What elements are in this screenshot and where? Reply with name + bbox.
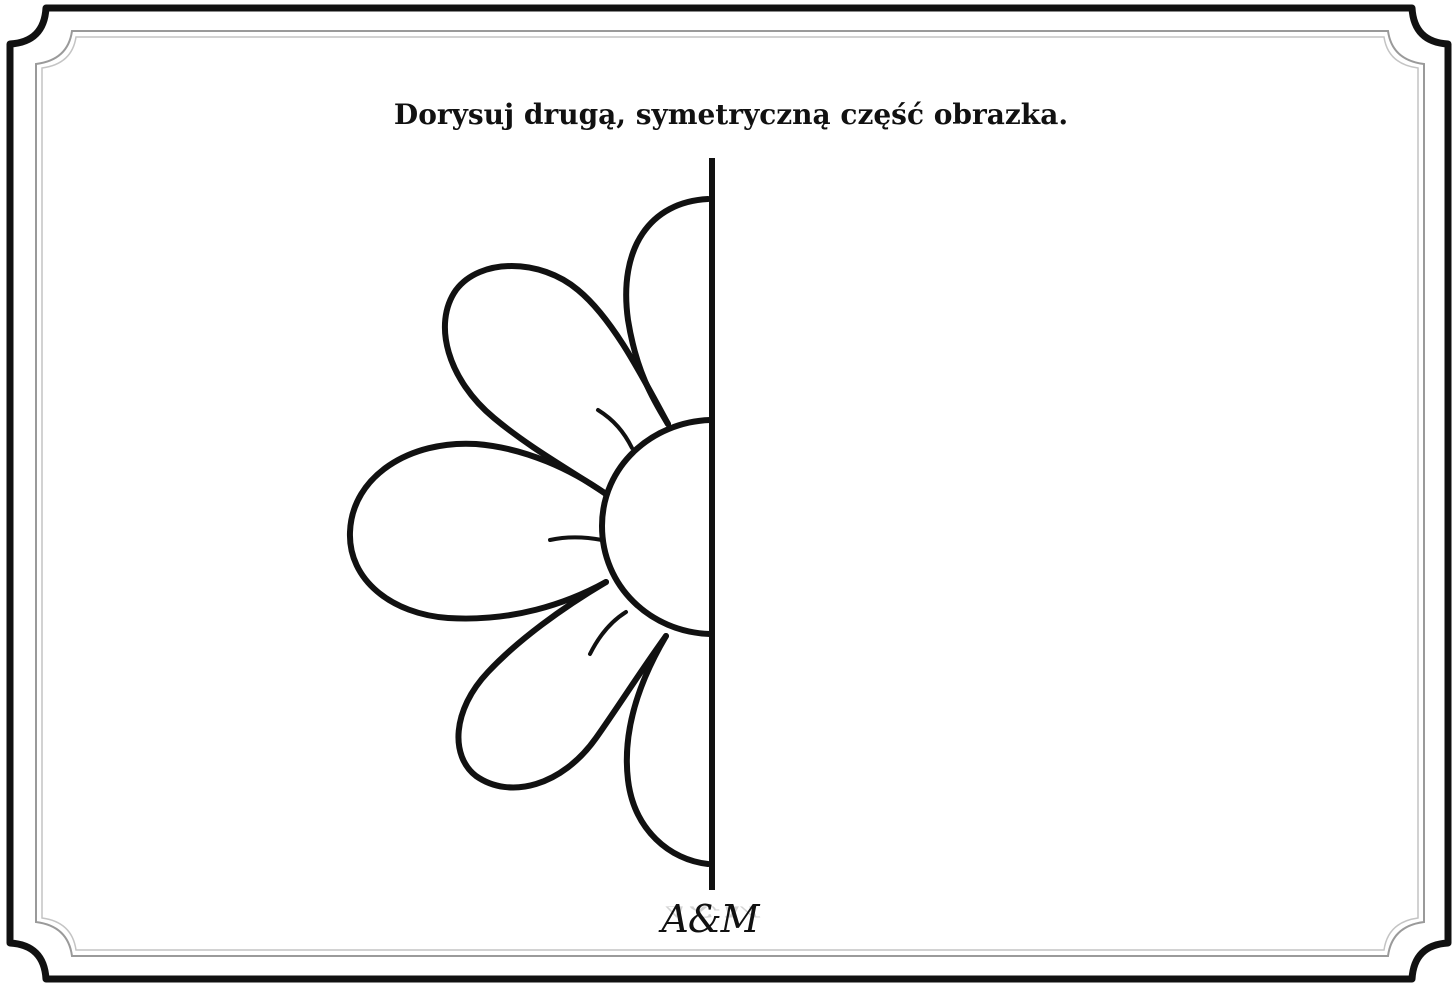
petal-upper-left: [441, 263, 671, 497]
petal-bottom: [623, 633, 711, 867]
petal-left: [346, 440, 609, 622]
author-signature: A&M: [661, 897, 759, 941]
petal-vein-upper: [596, 408, 634, 450]
petal-lower-left: [455, 579, 669, 791]
author-signature-reflection: A&M: [661, 906, 759, 922]
petal-vein-left: [548, 535, 604, 542]
petal-vein-lower: [588, 610, 628, 656]
instruction-text: Dorysuj drugą, symetryczną część obrazka…: [393, 98, 1069, 131]
petal-top: [623, 196, 711, 427]
inner-frame-border: [35, 30, 1425, 957]
inner-frame-border-2: [41, 36, 1419, 951]
flower-center: [599, 417, 713, 637]
outer-frame-border: [6, 4, 1452, 983]
